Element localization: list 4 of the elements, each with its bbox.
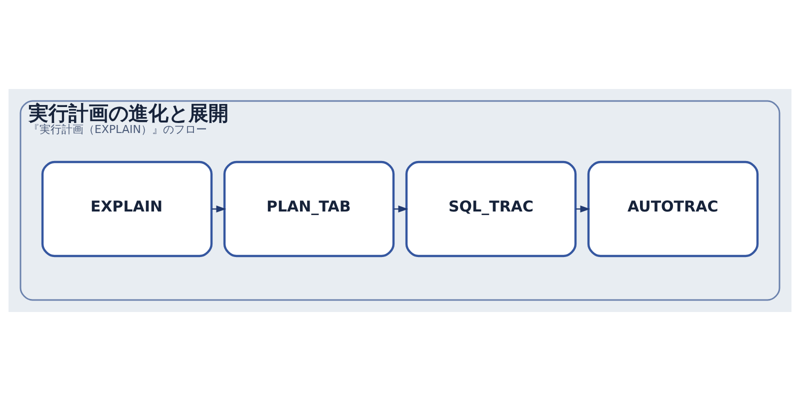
node-box: EXPLAIN: [41, 160, 213, 257]
node-box: AUTOTRAC: [587, 160, 759, 257]
node-box: PLAN_TAB: [223, 160, 395, 257]
node-box: SQL_TRAC: [405, 160, 577, 257]
